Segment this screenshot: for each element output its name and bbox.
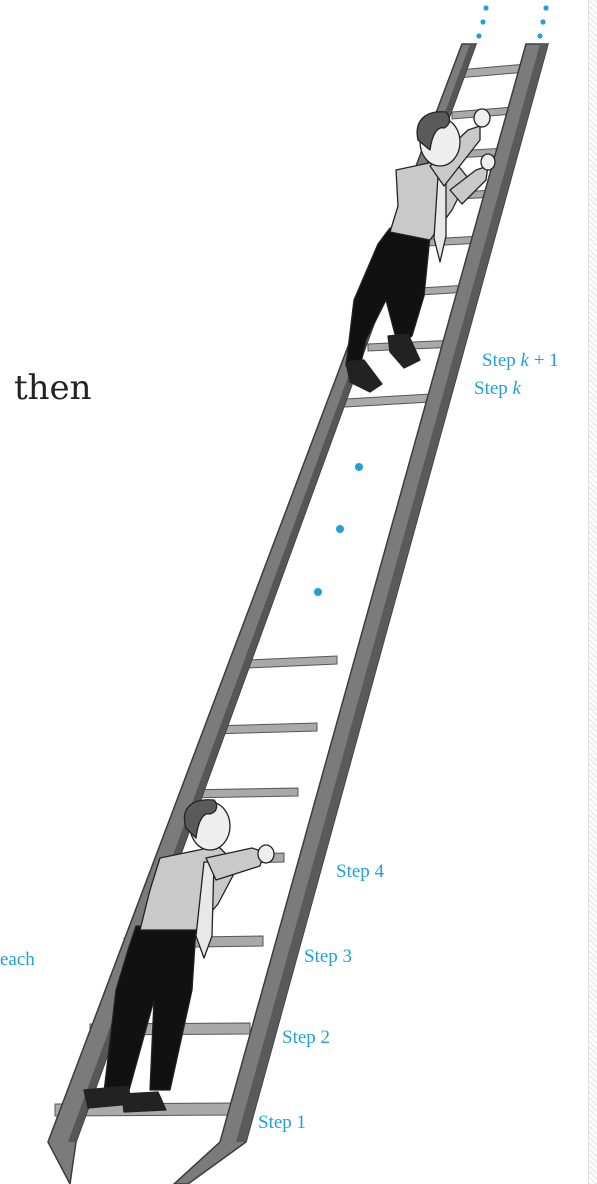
ladder-right-rail <box>174 44 548 1184</box>
ladder-right-rail-shade <box>236 44 548 1142</box>
step-4-label: Step 4 <box>336 861 385 882</box>
step-k-plus-1-label: Step k + 1 <box>482 350 559 371</box>
ellipsis-dots-top-left <box>476 5 488 38</box>
ellipsis-dots-top-right <box>537 5 548 38</box>
rung <box>248 656 337 668</box>
step-k-label: Step k <box>474 378 522 399</box>
partial-label-each: each <box>0 949 35 970</box>
step-2-label: Step 2 <box>282 1027 330 1048</box>
step-1-label: Step 1 <box>258 1112 306 1133</box>
step-3-label: Step 3 <box>304 946 352 967</box>
ellipsis-dots-middle <box>314 463 363 596</box>
